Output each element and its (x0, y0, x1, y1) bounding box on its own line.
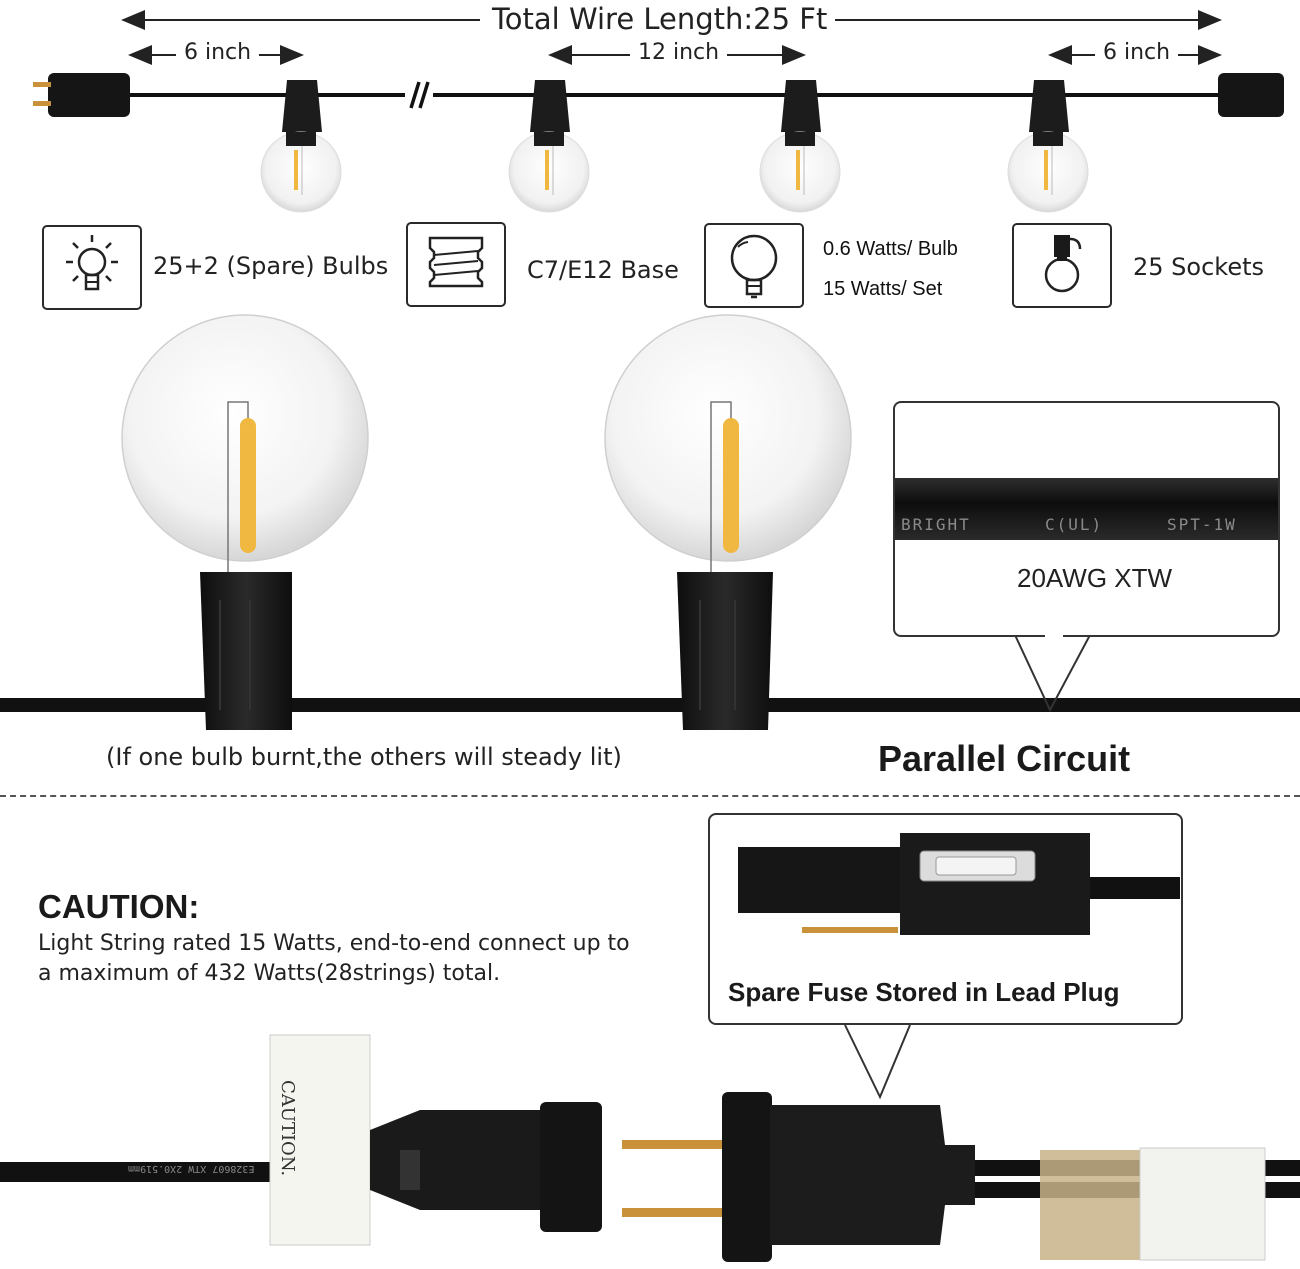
wire-gauge-label: 20AWG XTW (1017, 563, 1173, 593)
cord-print-text: E328607 XTW 2X0.519mm (128, 1163, 255, 1174)
callout-gap (1045, 634, 1063, 640)
large-bulb-left (121, 314, 369, 730)
parallel-circuit-title: Parallel Circuit (878, 738, 1131, 779)
lead-plug-closeup (738, 833, 1180, 935)
base-icon-box (406, 222, 506, 307)
parallel-circuit-illustration (0, 314, 1300, 730)
cable-print-3: SPT-1W (1167, 515, 1237, 534)
socket-icon (1044, 235, 1082, 293)
wattage-icon-box (704, 223, 804, 308)
section-divider (0, 795, 1300, 797)
bulb-3 (759, 80, 841, 213)
middle-spacing-label: 12 inch (630, 40, 728, 65)
bulb-2 (508, 80, 590, 213)
globe-bulb-icon (730, 234, 778, 299)
female-plug (1218, 73, 1284, 117)
light-bulb-icon (66, 235, 118, 291)
fuse-callout-label: Spare Fuse Stored in Lead Plug (728, 977, 1120, 1007)
cable-closeup (895, 478, 1278, 540)
caution-line-2: a maximum of 432 Watts(28strings) total. (38, 961, 501, 986)
fuse-callout-pointer (844, 1024, 911, 1100)
male-plug (33, 73, 130, 117)
bulb-1 (260, 80, 342, 213)
large-bulb-right (604, 314, 852, 730)
string-light-diagram (33, 10, 1284, 213)
bulb-count-icon-box (42, 225, 142, 310)
fuse-callout: Spare Fuse Stored in Lead Plug (708, 813, 1183, 1025)
tag-caution-text: CAUTION. (277, 1080, 298, 1177)
cable-print-2: C(UL) (1045, 515, 1104, 534)
socket-count-label: 25 Sockets (1133, 253, 1265, 281)
bulb-count-label: 25+2 (Spare) Bulbs (153, 252, 389, 280)
left-spacing-label: 6 inch (176, 40, 260, 65)
watts-per-set-label: 15 Watts/ Set (823, 278, 943, 300)
parallel-circuit-note: (If one bulb burnt,the others will stead… (106, 743, 622, 771)
wire-gauge-callout: BRIGHT C(UL) SPT-1W 20AWG XTW (893, 401, 1280, 637)
screw-base-icon (428, 236, 484, 288)
caution-line-1: Light String rated 15 Watts, end-to-end … (38, 931, 630, 956)
circuit-wire (0, 698, 1300, 712)
total-length-label: Total Wire Length:25 Ft (484, 2, 836, 36)
socket-icon-box (1012, 223, 1112, 308)
end-to-end-plugs (0, 1034, 1300, 1262)
cable-print-1: BRIGHT (901, 515, 971, 534)
caution-title: CAUTION: (38, 888, 200, 925)
base-label: C7/E12 Base (527, 256, 679, 284)
watts-per-bulb-label: 0.6 Watts/ Bulb (823, 238, 958, 260)
bulb-4 (1007, 80, 1089, 213)
right-spacing-label: 6 inch (1095, 40, 1179, 65)
